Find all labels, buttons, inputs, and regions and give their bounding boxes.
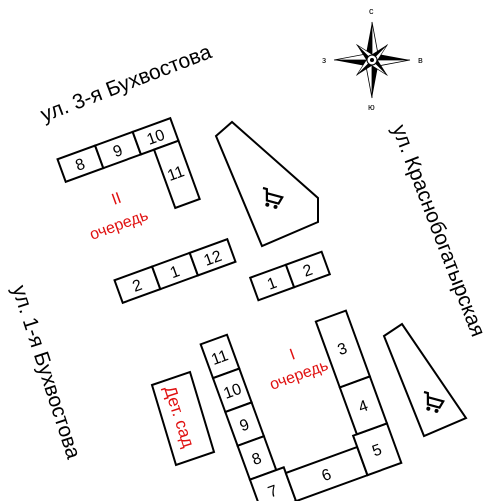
phase-2-label-text: очередь xyxy=(88,207,151,244)
shop-south xyxy=(382,322,468,438)
street-label-first-bukhvostova: ул. 1-я Бухвостова xyxy=(7,282,85,461)
building-10-label: 10 xyxy=(145,127,168,149)
compass-north: с xyxy=(369,6,374,16)
street-label-krasnobogatyrskaya: ул. Краснобогатырская xyxy=(387,122,489,340)
compass-south: ю xyxy=(368,102,375,112)
street-label-third-bukhvostova: ул. 3-я Бухвостова xyxy=(38,40,215,126)
shopping-cart-icon xyxy=(262,186,284,209)
kindergarten-building xyxy=(150,370,216,467)
phase-1-label-numeral: I xyxy=(288,346,298,363)
compass-west: з xyxy=(322,55,326,65)
phase-1-label-text: очередь xyxy=(268,357,331,394)
shopping-cart-icon xyxy=(423,390,445,413)
building-3 xyxy=(314,309,372,389)
building-2-east xyxy=(284,250,332,289)
building-11-north-label: 11 xyxy=(165,163,187,185)
building-12 xyxy=(188,237,237,277)
building-11-north xyxy=(152,139,201,210)
building-11-south-label: 11 xyxy=(209,347,231,369)
building-group-phase-2-north: 8 9 10 11 xyxy=(56,116,201,210)
building-10-south-label: 10 xyxy=(221,381,244,403)
phase-2-label-numeral: II xyxy=(110,190,124,209)
building-group-phase-1-main: 11 10 9 8 7 6 5 4 3 xyxy=(199,309,403,501)
compass-rose-icon xyxy=(333,21,411,99)
building-group-phase-1-north: 1 2 xyxy=(248,250,332,302)
building-12-label: 12 xyxy=(202,248,225,270)
shop-north xyxy=(214,120,319,248)
compass-east: в xyxy=(418,55,423,65)
building-group-phase-2-south: 2 1 12 xyxy=(113,237,237,305)
